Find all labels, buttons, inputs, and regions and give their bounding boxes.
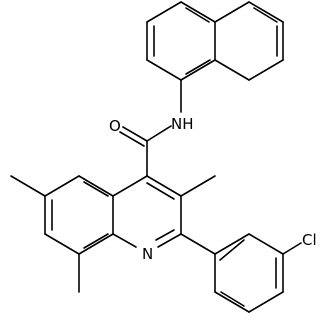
methyl-bond <box>180 175 216 197</box>
bond <box>214 291 250 313</box>
pyridine-ring <box>112 175 182 248</box>
bond <box>248 1 284 23</box>
bond <box>214 59 250 81</box>
double-bond <box>220 291 245 307</box>
bond <box>146 1 182 23</box>
double-bond <box>185 7 210 23</box>
double-bond <box>83 233 109 249</box>
bond <box>78 175 114 197</box>
double-bond <box>253 7 278 23</box>
benzo-ring <box>44 175 114 255</box>
bond <box>146 175 182 197</box>
bond <box>44 233 80 255</box>
methyl-groups <box>10 175 216 293</box>
amide-group <box>119 79 182 177</box>
methyl-bond <box>10 175 46 197</box>
bond <box>180 1 216 23</box>
bond <box>112 175 148 197</box>
nitrogen-label: N <box>142 245 153 263</box>
bond <box>214 233 250 255</box>
bond <box>248 291 284 313</box>
bond <box>112 233 137 248</box>
bond <box>180 59 216 81</box>
bond <box>122 126 148 142</box>
bond <box>157 233 182 248</box>
bond <box>248 59 284 81</box>
bond <box>78 233 114 255</box>
chlorine-label: Cl <box>302 231 317 249</box>
chlorine-bond <box>282 242 302 255</box>
naphthalene-ring <box>146 1 284 81</box>
double-bond <box>83 181 109 197</box>
bond <box>146 125 172 142</box>
bond <box>214 1 250 23</box>
double-bond <box>119 131 145 147</box>
double-bond <box>146 182 175 200</box>
bond <box>146 59 182 81</box>
bond <box>44 175 80 197</box>
chlorophenyl-ring <box>180 233 302 313</box>
double-bond <box>185 59 211 75</box>
nh-label: NH <box>171 115 194 133</box>
bond <box>248 233 284 255</box>
double-bond <box>155 229 175 241</box>
oxygen-label: O <box>109 117 121 135</box>
double-bond <box>219 239 245 261</box>
bond <box>180 233 216 255</box>
